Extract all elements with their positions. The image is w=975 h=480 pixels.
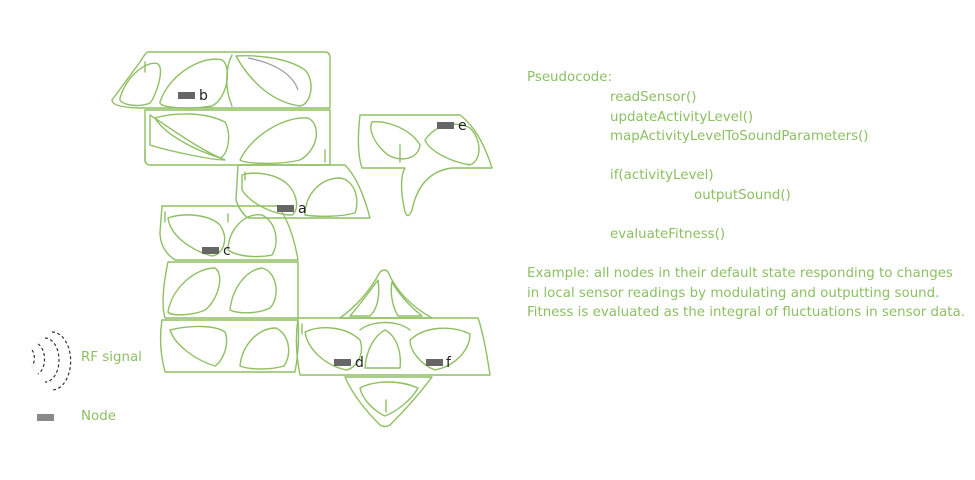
node-b-label: b (199, 88, 208, 104)
example-line: in local sensor readings by modulating a… (527, 285, 940, 301)
node-b: b (178, 88, 208, 104)
node-e: e (437, 118, 467, 134)
node-c-label: c (223, 243, 231, 259)
pseudocode-block: readSensor() updateActivityLevel() mapAc… (610, 88, 869, 245)
cell-cluster-df (295, 269, 491, 428)
pseudocode-title: Pseudocode: (527, 70, 613, 85)
cell-cluster-e (357, 114, 493, 217)
node-a-label: a (298, 201, 307, 217)
code-line: updateActivityLevel() (610, 109, 754, 125)
node-d: d (334, 355, 364, 371)
example-line: Example: all nodes in their default stat… (527, 266, 953, 281)
node-c-marker (202, 247, 219, 254)
node-b-marker (178, 92, 195, 99)
code-line: mapActivityLevelToSoundParameters() (610, 129, 869, 145)
code-line: if(activityLevel) (610, 168, 714, 184)
example-line: Fitness is evaluated as the integral of … (527, 305, 965, 321)
code-line: evaluateFitness() (610, 227, 726, 243)
node-d-label: d (355, 355, 364, 371)
node-a-marker (277, 205, 294, 212)
cell-cluster-top (111, 51, 331, 166)
node-f-label: f (446, 355, 452, 371)
code-line: outputSound() (694, 187, 791, 203)
legend-node-label: Node (81, 409, 116, 424)
node-a: a (277, 201, 307, 217)
node-f: f (426, 355, 452, 371)
rf-signal-icon (31, 331, 72, 391)
cell-cluster-c (159, 205, 300, 373)
code-line (610, 206, 869, 226)
legend-rf-label: RF signal (81, 350, 142, 365)
node-c: c (202, 243, 231, 259)
code-line (610, 147, 869, 167)
example-description: Example: all nodes in their default stat… (527, 264, 965, 323)
node-e-marker (437, 122, 454, 129)
code-line: readSensor() (610, 90, 697, 105)
node-f-marker (426, 359, 443, 366)
node-d-marker (334, 359, 351, 366)
cell-cluster-a (235, 164, 371, 219)
node-legend-icon (37, 414, 54, 421)
node-e-label: e (458, 118, 467, 134)
